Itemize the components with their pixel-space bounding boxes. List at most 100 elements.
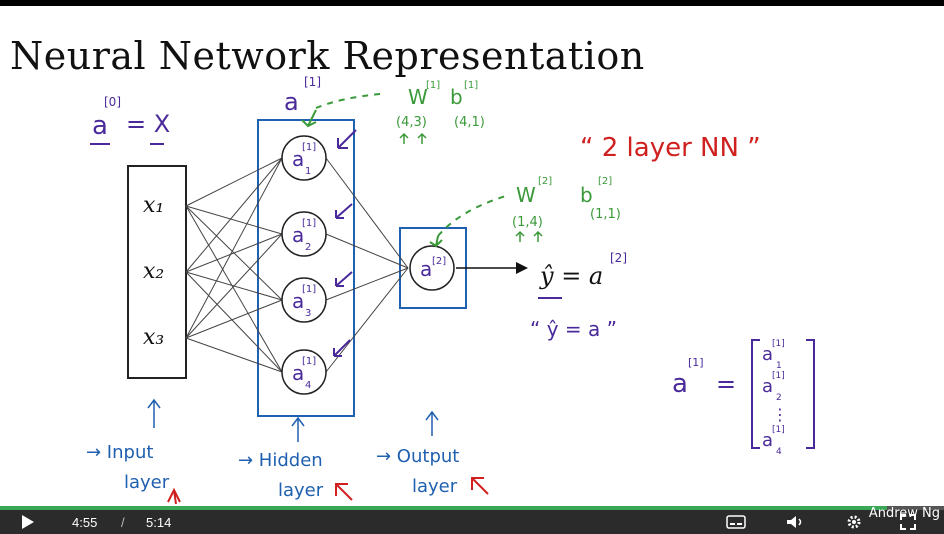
b1-label: b: [450, 85, 463, 109]
captions-button[interactable]: [726, 510, 746, 534]
a0-equals-x: = X: [126, 110, 170, 138]
progress-track[interactable]: [0, 506, 944, 510]
settings-icon: [847, 515, 861, 529]
hidden-node-1-sup: [1]: [302, 142, 316, 153]
volume-icon: [787, 516, 802, 528]
w1-dimension: (4,3): [396, 115, 427, 130]
b2-label: b: [580, 183, 593, 207]
slide-title: Neural Network Representation: [10, 34, 645, 78]
input-layer-label-1: → Input: [86, 442, 153, 463]
input-x1: x₁: [143, 193, 164, 218]
vector-lhs: a: [672, 369, 688, 399]
vector-left-bracket: [751, 339, 760, 449]
vector-entry-ellipsis: ⋮: [772, 405, 788, 424]
output-arrowhead: [516, 262, 528, 274]
hidden-node-4: [281, 349, 327, 395]
green-dash-params1: [315, 93, 381, 109]
vector-entries: a [1] 1 a [1] 2 ⋮ a [1] 4: [762, 339, 788, 457]
input-x3: x₃: [143, 325, 164, 350]
hidden-node-1: [281, 135, 327, 181]
vector-entry-4-sup: [1]: [772, 425, 785, 435]
hidden-node-1-base: a: [292, 147, 304, 171]
hidden-node-2-sup: [1]: [302, 218, 316, 229]
input-x2: x₂: [143, 259, 164, 284]
output-node: [409, 245, 455, 291]
hidden-node-3: [281, 277, 327, 323]
hidden-node-2-sub: 2: [305, 242, 311, 253]
layer-label-arrows: [147, 398, 439, 442]
purple-tick-marks: [333, 129, 357, 357]
hidden-node-4-base: a: [292, 361, 304, 385]
output-layer-label-2: layer: [412, 476, 458, 497]
hidden-node-2-base: a: [292, 223, 304, 247]
fullscreen-icon: [900, 514, 916, 530]
a0-label: a: [92, 111, 108, 141]
a1-superscript: [1]: [304, 75, 321, 89]
time-separator: /: [121, 514, 125, 530]
hidden-layer-label-2: layer: [278, 480, 324, 501]
w2-label: W: [516, 183, 536, 207]
captions-icon: [726, 515, 746, 529]
w2-superscript: [2]: [538, 176, 552, 187]
red-highlight-arrows: [167, 477, 489, 505]
output-node-base: a: [420, 257, 432, 281]
w1-superscript: [1]: [426, 80, 440, 91]
hidden-node-4-sup: [1]: [302, 356, 316, 367]
hidden-node-2: [281, 211, 327, 257]
hidden-layer-label-1: → Hidden: [238, 450, 323, 471]
b2-dimension: (1,1): [590, 207, 621, 222]
input-layer-label-2: layer: [124, 472, 170, 493]
vector-right-bracket: [806, 339, 815, 449]
b1-dimension: (4,1): [454, 115, 485, 130]
output-layer-label-1: → Output: [376, 446, 459, 467]
vector-entry-2-sup: [1]: [772, 371, 785, 381]
top-black-bar: [0, 0, 944, 6]
duration: 5:14: [146, 514, 172, 530]
quote-equation: “ ŷ = a ”: [530, 317, 617, 341]
a1-label: a: [284, 88, 299, 116]
current-time: 4:55: [72, 514, 98, 530]
green-arrow-params2: [429, 235, 443, 248]
hidden-output-connections: [325, 157, 409, 373]
two-layer-nn-note: “ 2 layer NN ”: [580, 133, 761, 163]
hidden-node-labels: a [1] 1 a [1] 2 a [1] 3 a [1] 4: [292, 142, 316, 391]
hidden-node-1-sub: 1: [305, 166, 311, 177]
hidden-node-3-sub: 3: [305, 308, 311, 319]
whiteboard-drawing: x₁ x₂ x₃ a [0] = X a [1] a [1] 1 a [1] 2…: [86, 75, 815, 505]
hidden-node-4-sub: 4: [305, 380, 311, 391]
yhat-superscript: [2]: [610, 251, 627, 265]
vector-entry-1-base: a: [762, 344, 773, 365]
volume-button[interactable]: [786, 510, 806, 534]
w2-dimension: (1,4): [512, 215, 543, 230]
b2-superscript: [2]: [598, 176, 612, 187]
w1-label: W: [408, 85, 428, 109]
vector-lhs-sup: [1]: [688, 356, 704, 369]
hidden-layer-box: [257, 119, 355, 417]
hidden-node-3-base: a: [292, 289, 304, 313]
settings-button[interactable]: [846, 510, 862, 534]
lecture-slide: Neural Network Representation: [0, 6, 944, 506]
progress-fill: [0, 506, 888, 510]
vector-entry-2-sub: 2: [776, 393, 782, 403]
vector-entry-1-sub: 1: [776, 361, 782, 371]
instructor-signature: Andrew Ng: [868, 506, 940, 521]
green-arrow-params1: [301, 109, 317, 128]
a0-superscript: [0]: [104, 95, 121, 109]
fullscreen-button[interactable]: [900, 510, 916, 534]
play-icon: [22, 515, 34, 529]
play-button[interactable]: [22, 510, 34, 534]
w2-dimension-arrows: [515, 230, 543, 242]
green-dash-params2: [437, 195, 507, 237]
vector-entry-2-base: a: [762, 376, 773, 397]
input-hidden-connections: [185, 157, 283, 373]
hidden-node-3-sup: [1]: [302, 284, 316, 295]
w1-dimension-arrows: [399, 132, 427, 144]
b1-superscript: [1]: [464, 80, 478, 91]
vector-equals: =: [716, 370, 736, 398]
vector-entry-4-base: a: [762, 430, 773, 451]
vector-entry-1-sup: [1]: [772, 339, 785, 349]
video-controls-bar: [0, 506, 944, 534]
output-node-sup: [2]: [432, 256, 446, 267]
yhat-equation: ŷ = a: [539, 262, 603, 290]
vector-entry-4-sub: 4: [776, 447, 782, 457]
